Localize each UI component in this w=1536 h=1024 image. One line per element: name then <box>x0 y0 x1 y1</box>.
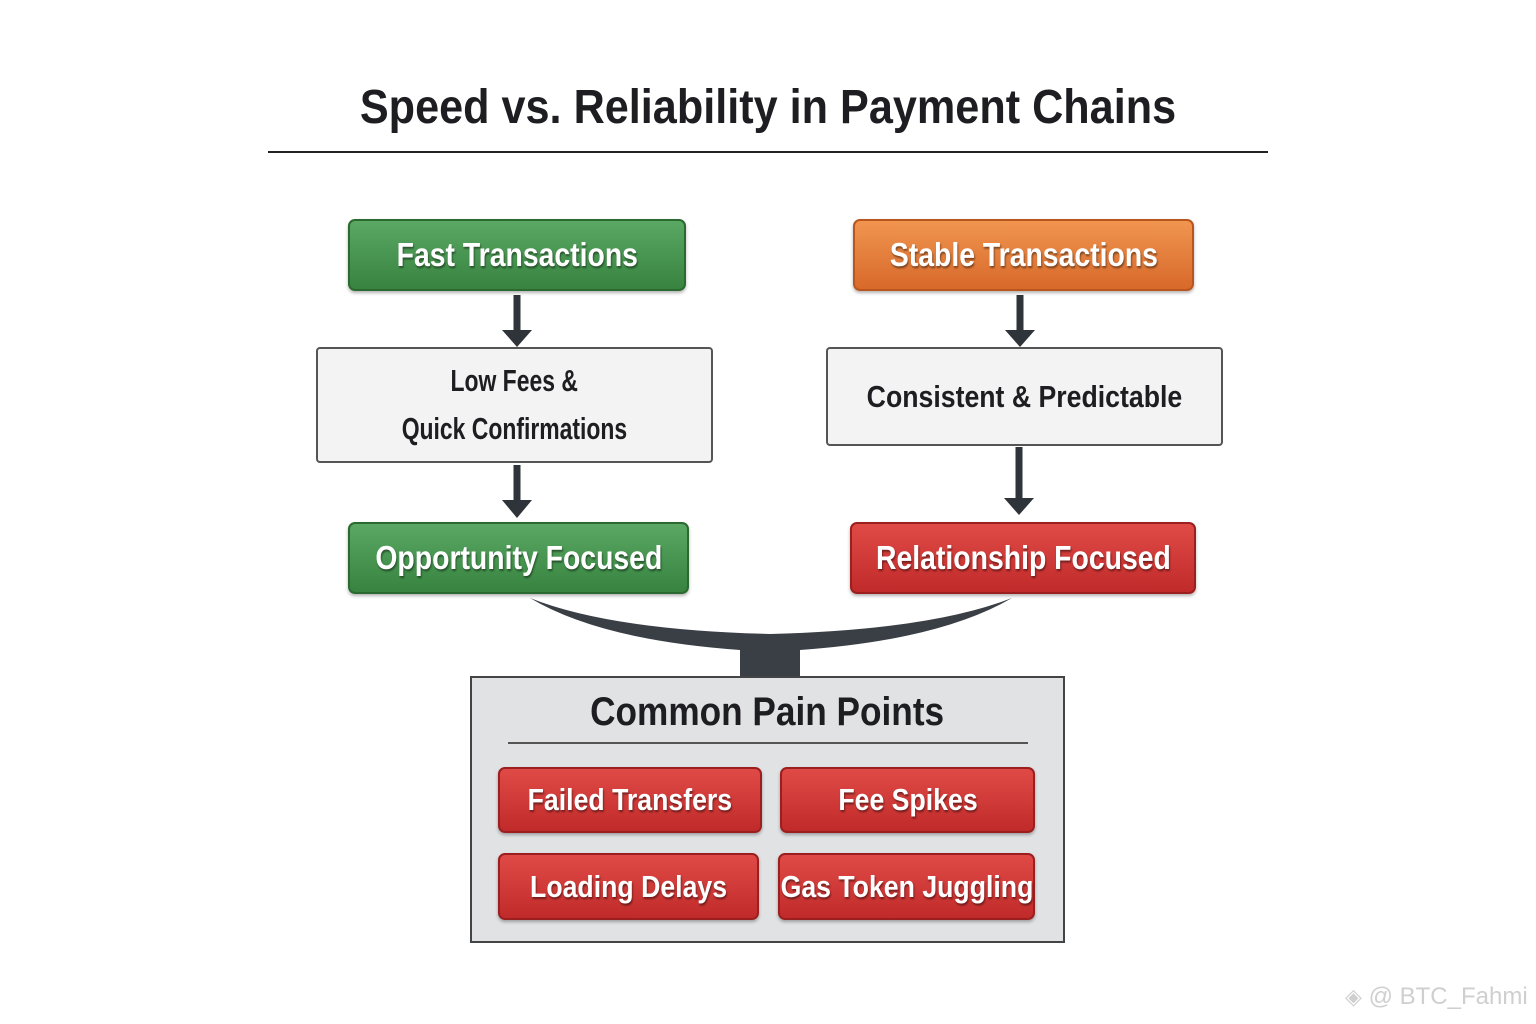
pain-point-loading-delays: Loading Delays <box>498 853 759 920</box>
watermark: ◈ @ BTC_Fahmi <box>1345 983 1528 1011</box>
arrow-down-icon <box>502 295 532 347</box>
relationship-focused-box: Relationship Focused <box>850 522 1196 594</box>
box-label-line2: Quick Confirmations <box>401 411 628 446</box>
page-title: Speed vs. Reliability in Payment Chains <box>359 81 1177 134</box>
pain-point-failed-transfers: Failed Transfers <box>498 767 762 833</box>
pain-point-label: Loading Delays <box>529 868 728 904</box>
box-label: Stable Transactions <box>889 236 1158 273</box>
fast-transactions-box: Fast Transactions <box>348 219 686 291</box>
consistent-box: Consistent & Predictable <box>826 347 1223 446</box>
opportunity-focused-box: Opportunity Focused <box>348 522 689 594</box>
low-fees-box: Low Fees & Quick Confirmations <box>316 347 713 463</box>
title-divider <box>268 151 1268 153</box>
box-label: Relationship Focused <box>875 539 1171 576</box>
box-label: Consistent & Predictable <box>866 378 1183 414</box>
pain-points-title-text: Common Pain Points <box>590 690 945 734</box>
merge-funnel <box>530 598 1012 677</box>
pain-point-label: Fee Spikes <box>837 782 978 817</box>
arrow-down-icon <box>1005 295 1035 347</box>
watermark-text: @ BTC_Fahmi <box>1368 983 1528 1010</box>
box-label: Opportunity Focused <box>375 539 662 576</box>
box-label-line1: Low Fees & <box>450 363 579 398</box>
diamond-logo-icon: ◈ <box>1345 984 1362 1009</box>
pain-points-title: Common Pain Points <box>470 690 1065 735</box>
box-label: Fast Transactions <box>396 236 638 273</box>
arrow-down-icon <box>502 465 532 518</box>
arrow-down-icon <box>1004 447 1034 515</box>
stable-transactions-box: Stable Transactions <box>853 219 1194 291</box>
pain-points-divider <box>508 742 1028 744</box>
pain-point-label: Gas Token Juggling <box>780 868 1033 904</box>
pain-point-label: Failed Transfers <box>527 782 733 817</box>
pain-point-fee-spikes: Fee Spikes <box>780 767 1035 833</box>
pain-point-gas-token-juggling: Gas Token Juggling <box>778 853 1035 920</box>
